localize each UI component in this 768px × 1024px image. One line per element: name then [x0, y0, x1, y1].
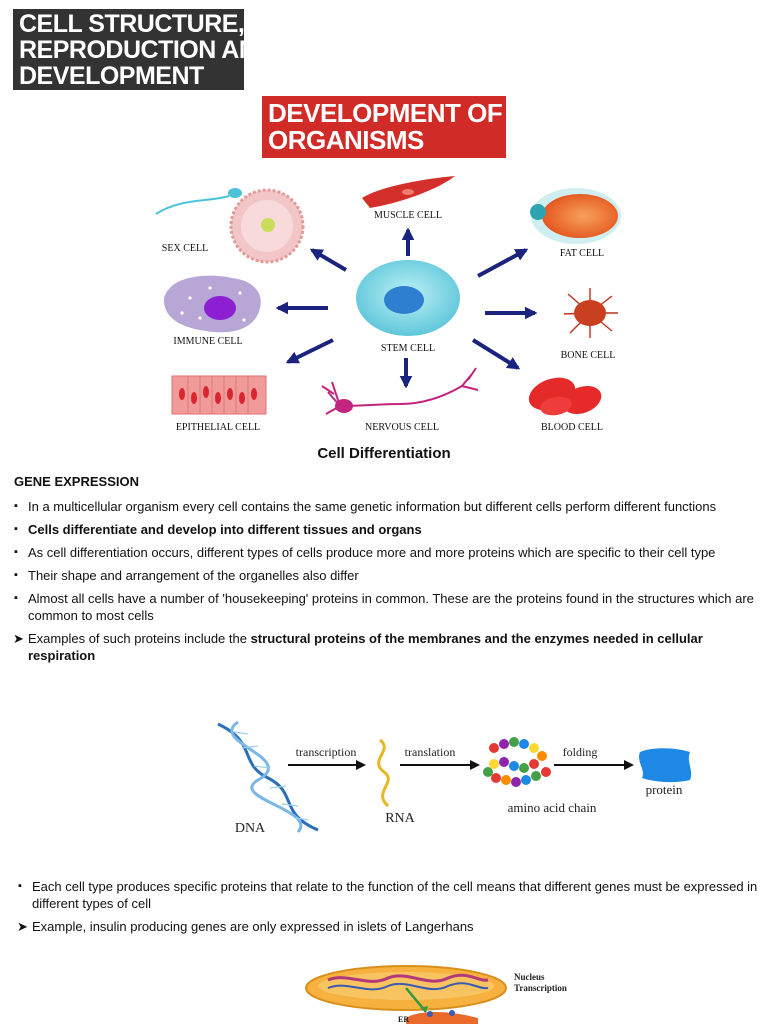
list-item-text: As cell differentiation occurs, differen… — [28, 545, 716, 560]
nervous-cell-label: NERVOUS CELL — [365, 422, 439, 433]
muscle-cell-icon — [362, 176, 455, 208]
arrow-bullet-icon: ➤ — [13, 631, 24, 646]
list-item: ▪ Cells differentiate and develop into d… — [14, 521, 759, 538]
amino-acid-chain-label: amino acid chain — [508, 800, 597, 815]
differentiation-arrows — [275, 227, 538, 389]
bone-cell-icon — [563, 288, 618, 338]
square-bullet-icon: ▪ — [18, 880, 22, 892]
immune-cell-icon — [163, 275, 261, 333]
header-line-3: DEVELOPMENT — [19, 62, 204, 90]
dna-icon — [217, 720, 319, 834]
example-bold: structural proteins of the membranes and… — [28, 631, 703, 663]
list-item: ➤ Examples of such proteins include the … — [13, 630, 759, 664]
stem-cell-icon — [356, 260, 460, 336]
sex-cell-label: SEX CELL — [162, 243, 208, 254]
blood-cell-label: BLOOD CELL — [541, 422, 603, 433]
dna-label: DNA — [235, 821, 266, 836]
list-item: ▪ Each cell type produces specific prote… — [18, 878, 758, 912]
section-title: GENE EXPRESSION — [14, 474, 139, 489]
stem-cell-label: STEM CELL — [381, 343, 435, 354]
bullet-list: ▪ In a multicellular organism every cell… — [13, 498, 759, 670]
rna-icon — [377, 738, 390, 808]
transcription-label: transcription — [296, 745, 357, 759]
epithelial-cell-icon — [171, 375, 267, 415]
list-item-text: In a multicellular organism every cell c… — [28, 499, 717, 514]
cell-differentiation-diagram: STEM CELL SEX CELL MUSCLE CELL FAT CELL — [155, 176, 621, 433]
fat-cell-label: FAT CELL — [560, 248, 604, 259]
list-item: ➤ Example, insulin producing genes are o… — [17, 918, 758, 935]
list-item-text: Example, insulin producing genes are onl… — [32, 919, 474, 934]
nucleus-icon — [305, 965, 507, 1013]
header-banner: CELL STRUCTURE, REPRODUCTION AND DEVELOP… — [13, 9, 274, 90]
list-item-text: Each cell type produces specific protein… — [32, 879, 758, 911]
subheader-line-1: DEVELOPMENT OF — [268, 98, 503, 128]
protein-label: protein — [646, 782, 683, 797]
epithelial-cell-label: EPITHELIAL CELL — [176, 422, 260, 433]
list-item: ▪ Their shape and arrangement of the org… — [14, 567, 759, 584]
square-bullet-icon: ▪ — [14, 592, 18, 604]
square-bullet-icon: ▪ — [14, 500, 18, 512]
square-bullet-icon: ▪ — [14, 569, 18, 581]
er-icon — [406, 1010, 478, 1024]
gene-expression-diagram: DNA transcription RNA translation amino … — [217, 720, 692, 836]
list-item: ▪ In a multicellular organism every cell… — [14, 498, 759, 515]
immune-cell-label: IMMUNE CELL — [173, 336, 242, 347]
arrow-down-left — [285, 338, 334, 364]
square-bullet-icon: ▪ — [14, 546, 18, 558]
arrow-up-right — [477, 248, 529, 278]
sex-cell-icon — [155, 188, 305, 264]
header-line-1: CELL STRUCTURE, — [19, 10, 245, 38]
list-item: ▪ As cell differentiation occurs, differ… — [14, 544, 759, 561]
arrow-up-left — [309, 248, 348, 272]
list-item-text: Cells differentiate and develop into dif… — [28, 522, 422, 537]
rna-label: RNA — [385, 811, 415, 826]
nervous-cell-icon — [321, 367, 479, 415]
fat-cell-icon — [530, 188, 621, 244]
er-label: ER — [398, 1015, 409, 1024]
translation-label: translation — [405, 745, 456, 759]
nucleus-transcription-diagram: Nucleus Transcription ER — [305, 965, 567, 1024]
example-prefix: Examples of such proteins include the — [28, 631, 251, 646]
list-item-text: Their shape and arrangement of the organ… — [28, 568, 359, 583]
muscle-cell-label: MUSCLE CELL — [374, 210, 442, 221]
list-item-text: Almost all cells have a number of 'house… — [28, 591, 754, 623]
amino-acid-chain-icon — [483, 737, 551, 787]
transcription-step-label: Transcription — [514, 983, 567, 993]
nucleus-label: Nucleus — [514, 972, 545, 982]
subheader-banner: DEVELOPMENT OF ORGANISMS — [262, 96, 506, 158]
bullet-list-2: ▪ Each cell type produces specific prote… — [17, 878, 758, 941]
bone-cell-label: BONE CELL — [561, 350, 616, 361]
arrow-bullet-icon: ➤ — [17, 919, 28, 934]
arrow-down-right — [471, 338, 521, 370]
subheader-line-2: ORGANISMS — [268, 125, 424, 155]
protein-icon — [639, 748, 692, 783]
header-line-2: REPRODUCTION AND — [19, 36, 274, 64]
folding-label: folding — [563, 745, 598, 759]
diagram-caption: Cell Differentiation — [317, 445, 451, 462]
square-bullet-icon: ▪ — [14, 523, 18, 535]
list-item: ▪ Almost all cells have a number of 'hou… — [14, 590, 759, 624]
blood-cell-icon — [528, 377, 602, 416]
